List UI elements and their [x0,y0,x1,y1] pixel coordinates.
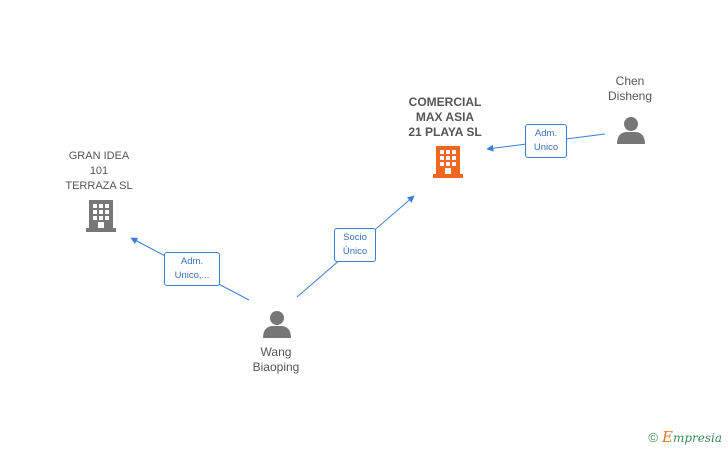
building-icon[interactable] [86,200,116,232]
company-label-comercial: COMERCIAL MAX ASIA 21 PLAYA SL [408,95,482,139]
brand-name: mpresia [672,431,722,445]
edge-label-wang-comercial: Socio Único [334,228,376,262]
person-icon[interactable] [617,117,645,144]
person-label-chen: Chen Disheng [607,74,653,103]
person-label-wang: Wang Biaoping [252,345,300,374]
brand-initial: E [661,428,673,446]
copyright-symbol: © [648,430,658,445]
edge-label-chen-comercial: Adm. Unico [525,124,567,158]
edge-label-wang-gran-idea: Adm. Unico,... [164,252,220,286]
person-icon[interactable] [263,311,291,338]
building-icon[interactable] [433,146,463,178]
empresia-logo: ©Empresia [648,428,722,446]
company-label-gran-idea: GRAN IDEA 101 TERRAZA SL [65,150,133,192]
